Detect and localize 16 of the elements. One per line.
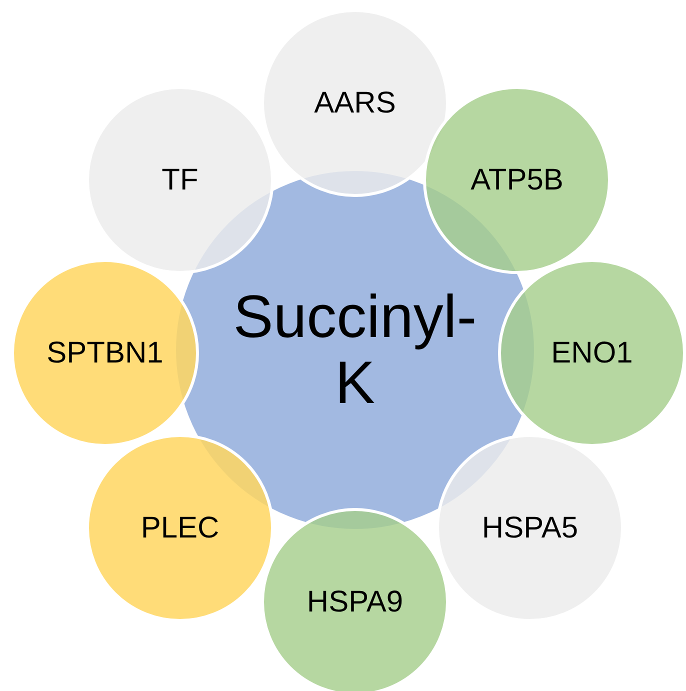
node-label: Succinyl- K bbox=[232, 284, 478, 416]
node-label: AARS bbox=[313, 86, 397, 120]
node-label: ATP5B bbox=[470, 164, 564, 196]
node-label: TF bbox=[160, 164, 200, 196]
circle-node bbox=[86, 434, 274, 622]
node-label: HSPA9 bbox=[306, 586, 404, 618]
circle-node bbox=[498, 259, 686, 447]
circle-node bbox=[423, 86, 611, 274]
circle-node bbox=[436, 434, 624, 622]
circle-node bbox=[86, 86, 274, 274]
node-label: ENO1 bbox=[550, 336, 634, 370]
node-label: SPTBN1 bbox=[46, 336, 164, 370]
circle-node bbox=[11, 259, 199, 447]
circle-node bbox=[261, 9, 449, 197]
node-label: PLEC bbox=[140, 512, 220, 544]
node-label: HSPA5 bbox=[480, 512, 580, 544]
